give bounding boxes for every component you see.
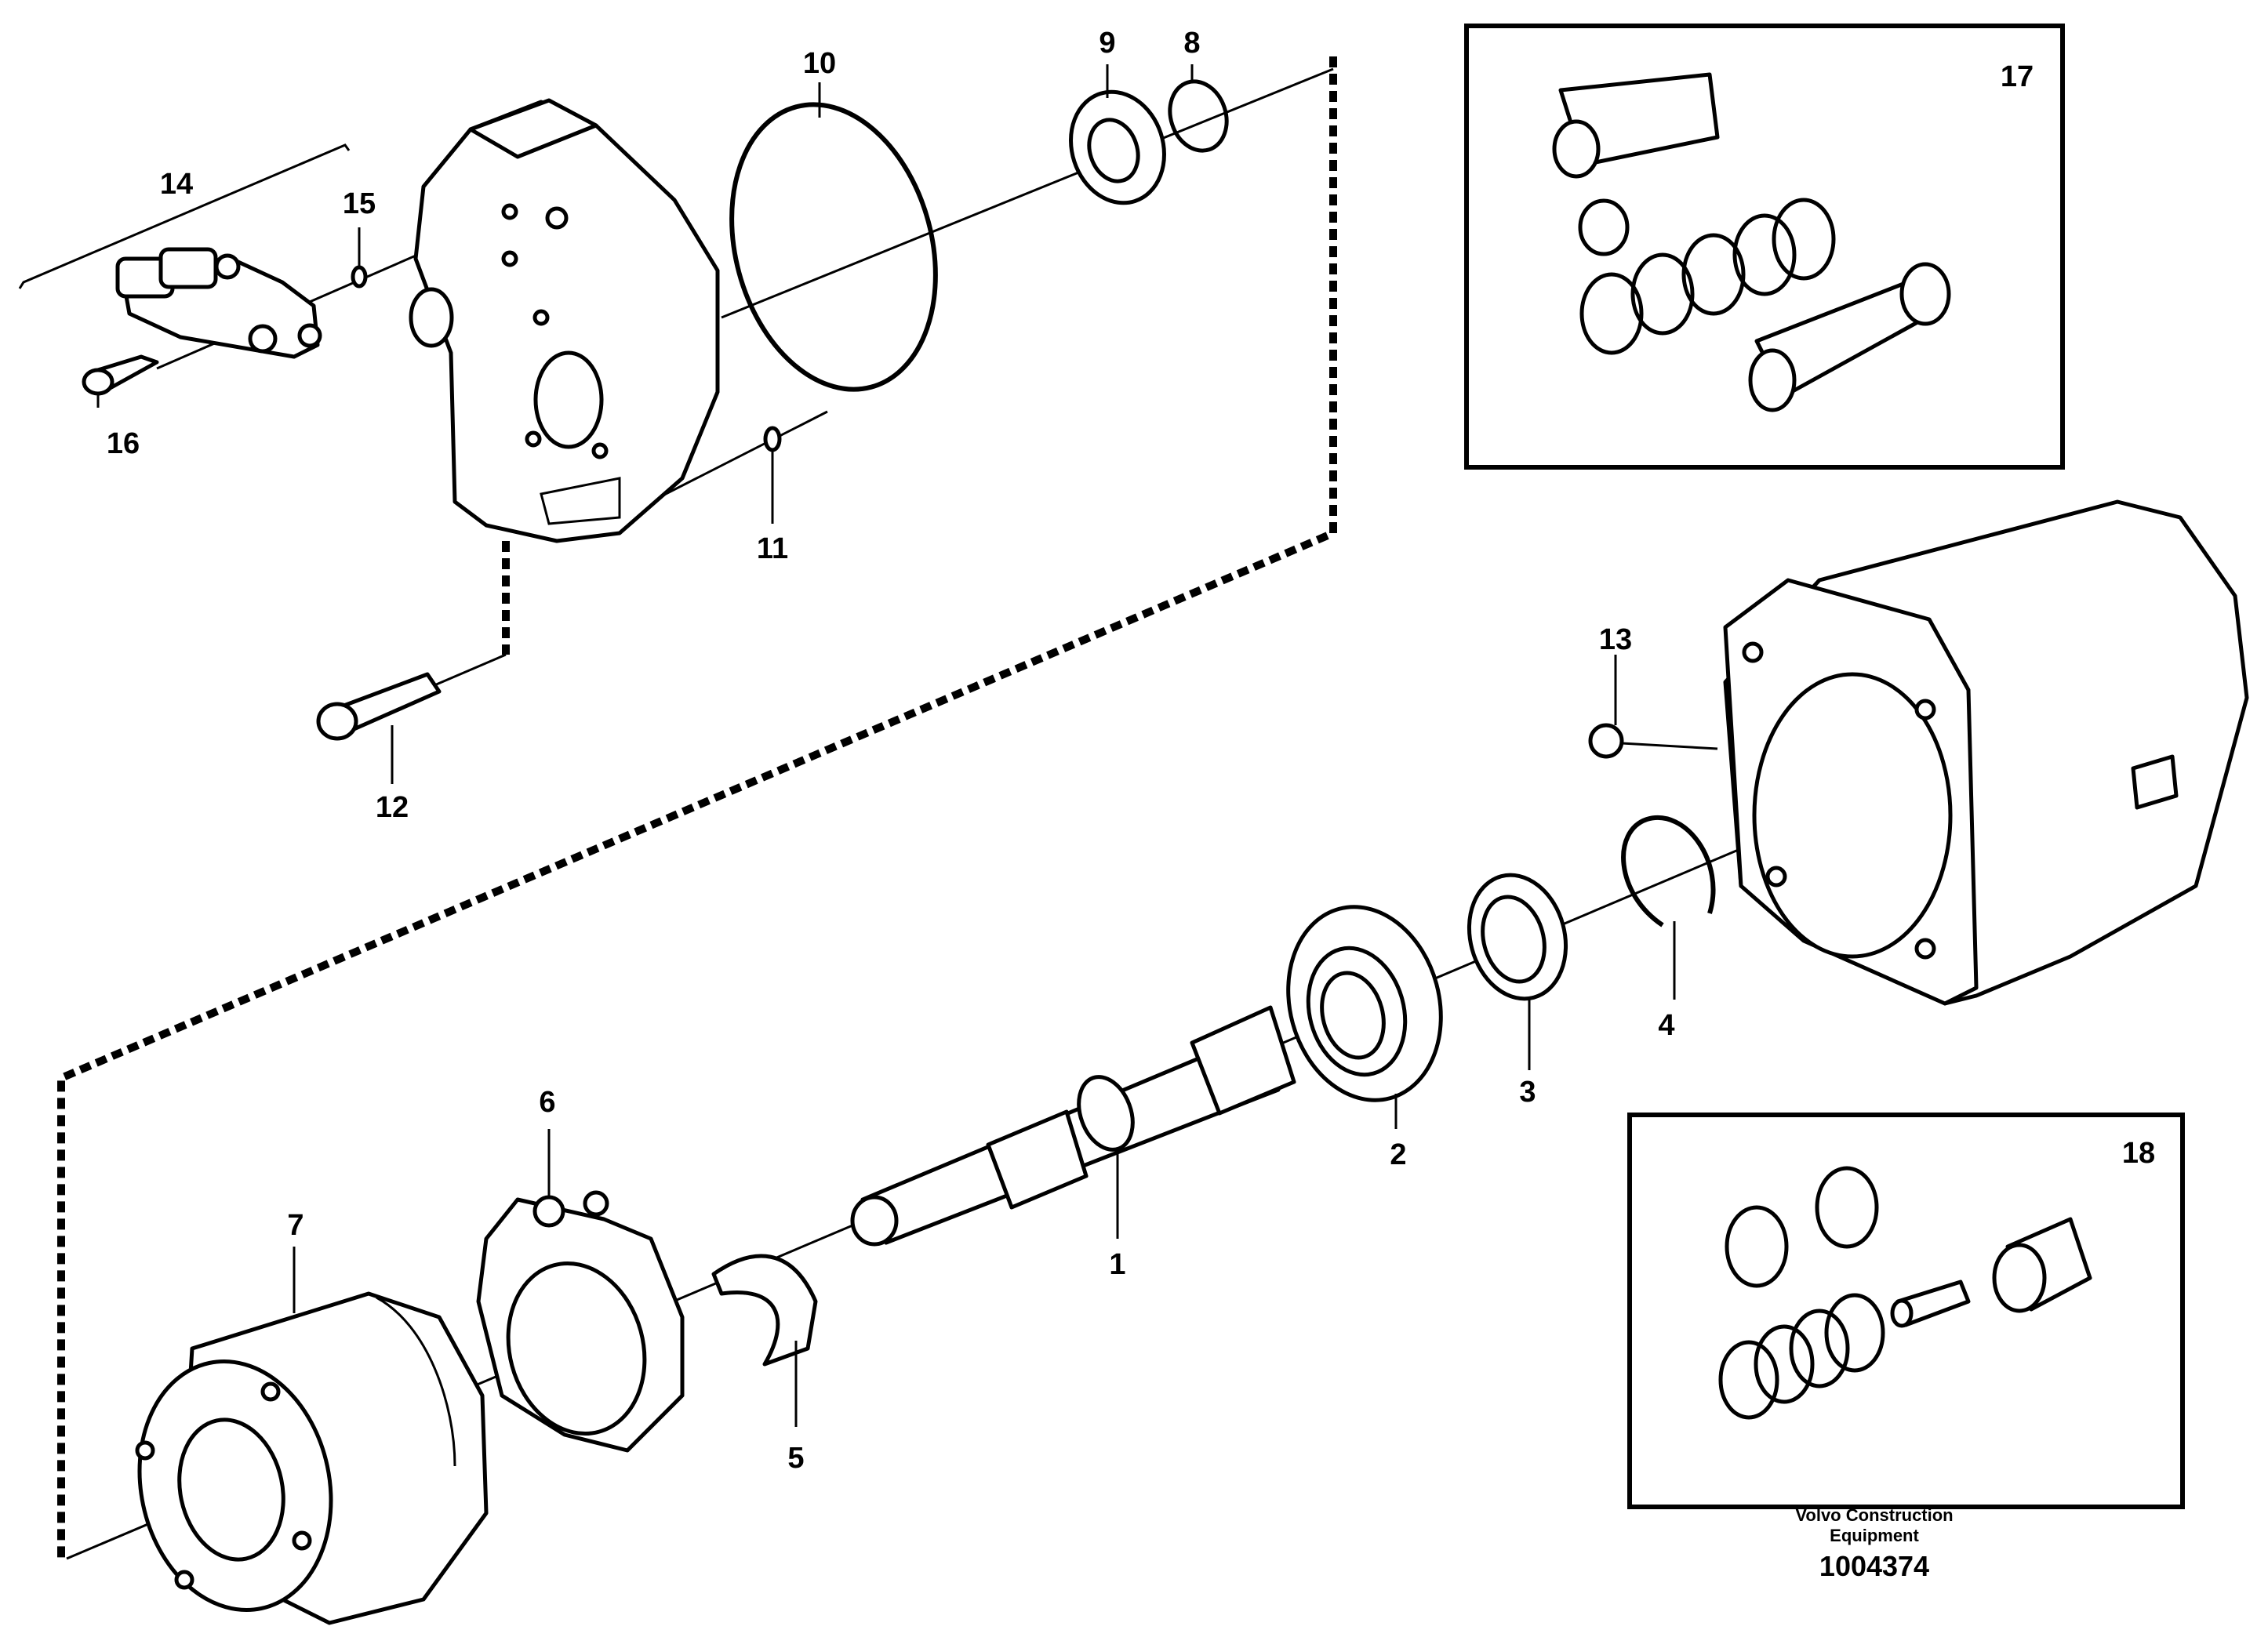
o-ring-15: [351, 265, 368, 289]
bolt-16: [82, 354, 159, 396]
valve-assembly: [18, 143, 351, 359]
callout-11: 11: [757, 532, 788, 565]
kit-17-spring: [1579, 198, 1836, 355]
shaft-1: [850, 1005, 1296, 1247]
kit-18-circlip: [1815, 1166, 1879, 1249]
kit-18-pin: [1890, 1280, 1971, 1328]
callout-13: 13: [1599, 623, 1632, 656]
callout-9: 9: [1099, 27, 1115, 60]
circlip-4: [1621, 815, 1716, 927]
plug-13: [1588, 723, 1718, 759]
kit-17-sleeve: [1578, 198, 1630, 256]
callout-14: 14: [160, 168, 193, 201]
callout-6: 6: [539, 1086, 555, 1119]
callout-18: 18: [2122, 1137, 2155, 1170]
callout-2: 2: [1390, 1138, 1406, 1171]
kit-18-bushing: [1992, 1217, 2092, 1313]
callout-3: 3: [1519, 1076, 1536, 1109]
kit-18-ring: [1725, 1205, 1789, 1288]
kit-box-17: [1464, 24, 2065, 470]
callout-5: 5: [787, 1442, 804, 1475]
callout-12: 12: [376, 791, 409, 824]
o-ring-10: [729, 102, 938, 392]
kit-box-18: [1627, 1113, 2185, 1509]
callout-16: 16: [107, 427, 140, 460]
seal-ring-3: [1467, 873, 1568, 1001]
callout-7: 7: [287, 1209, 303, 1242]
footer-company-line1: Volvo Construction: [1795, 1505, 1953, 1525]
key-5: [711, 1254, 818, 1367]
o-ring-11: [763, 426, 782, 452]
bolt-12: [316, 672, 442, 741]
sleeve-7: [135, 1291, 489, 1625]
footer-company-line2: Equipment: [1830, 1526, 1919, 1545]
callout-1: 1: [1109, 1248, 1125, 1281]
callout-10: 10: [803, 47, 836, 80]
bearing-carrier-6: [476, 1190, 685, 1453]
callout-leaders: [96, 64, 1676, 1427]
assembly-boundary-dashed: [57, 56, 1337, 1560]
callout-17: 17: [2001, 60, 2034, 93]
kit-17-valve-plug: [1552, 72, 1720, 179]
pump-housing: [1723, 499, 2249, 1006]
retaining-ring-8: [1168, 79, 1229, 153]
callout-4: 4: [1658, 1009, 1674, 1042]
callout-labels: 1 2 3 4 5 6 7 8 9 10 11 12 13 14 15 16 1…: [107, 27, 2155, 1475]
bearing-2: [1286, 905, 1443, 1102]
footer: Volvo Construction Equipment 1004374: [1795, 1505, 1953, 1582]
kit-17-piston: [1748, 262, 1951, 412]
callout-15: 15: [343, 187, 376, 220]
cover-plate: [409, 98, 720, 543]
kit-18-spring: [1718, 1293, 1885, 1420]
drawing-number: 1004374: [1819, 1550, 1929, 1582]
bearing-9: [1069, 89, 1166, 205]
callout-8: 8: [1183, 27, 1200, 60]
